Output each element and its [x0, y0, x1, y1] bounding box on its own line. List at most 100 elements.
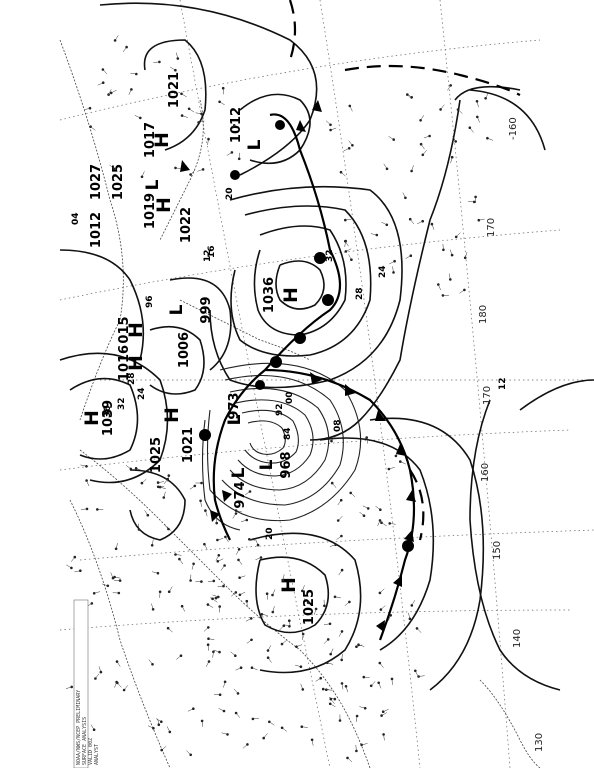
wind-barb: [400, 461, 406, 465]
wind-barb: [341, 653, 343, 660]
wind-barb: [328, 697, 335, 700]
isobar-label: 12: [203, 249, 213, 262]
wind-barb: [141, 171, 145, 177]
wind-barb: [161, 746, 167, 751]
wind-barb: [381, 712, 387, 716]
center-value: 973: [227, 392, 242, 419]
wind-barb: [266, 593, 269, 600]
isobar-label: 20: [265, 527, 275, 540]
wind-barb: [311, 739, 314, 746]
isobar-label: 24: [137, 387, 147, 400]
station-dot: [350, 258, 353, 262]
wind-barb: [175, 167, 182, 169]
center-value: 1021: [181, 427, 196, 463]
wind-barb: [186, 750, 191, 755]
longitude-labels: 130 140 150 160 170 180 170 -160: [478, 117, 545, 752]
low-center-974: L 974: [229, 467, 249, 508]
wind-barb: [420, 144, 425, 150]
center-letter: H: [125, 355, 147, 371]
isobar-label: 92: [275, 403, 285, 416]
wind-barb: [80, 508, 88, 510]
wind-barb: [355, 744, 357, 751]
center-letter: H: [81, 410, 103, 426]
wind-barb: [217, 538, 224, 541]
center-value: 999: [199, 296, 214, 323]
wind-barb: [235, 667, 242, 671]
wind-barb: [155, 718, 162, 722]
wind-barb: [219, 101, 225, 106]
station-dot: [393, 259, 396, 263]
wind-barb: [97, 82, 104, 86]
wind-barb: [431, 224, 435, 230]
wind-barb: [153, 61, 160, 63]
wind-barb: [232, 513, 237, 519]
wind-barb: [90, 724, 95, 730]
wind-barb: [375, 505, 381, 510]
wind-barb: [255, 557, 262, 561]
wind-barb: [383, 708, 389, 712]
wind-barb: [338, 516, 343, 521]
center-letter: L: [257, 459, 277, 470]
wind-barb: [239, 591, 246, 596]
wind-barb: [80, 464, 87, 467]
wind-barb: [189, 485, 195, 490]
station-dot: [348, 104, 352, 108]
low-center-999: L 999: [167, 296, 214, 323]
wind-barb: [261, 614, 268, 616]
caption-line: NOAA/NWS/NCEP PRELIMINARY: [76, 690, 82, 765]
station-dot: [114, 547, 118, 551]
wind-barb: [218, 708, 225, 712]
low-center-1012-east: L 1012: [229, 107, 265, 151]
wind-barb: [144, 510, 149, 516]
wind-barb: [478, 218, 485, 221]
wind-barb: [344, 240, 346, 247]
wind-barb: [415, 670, 419, 677]
wind-barb: [378, 682, 382, 689]
wind-barb: [102, 583, 108, 587]
wind-barb: [314, 608, 317, 615]
center-value: 1012: [89, 212, 104, 248]
wind-barb: [326, 689, 333, 691]
station-dot: [323, 604, 326, 608]
wind-barb: [345, 219, 352, 221]
station-dot: [476, 115, 479, 119]
high-center-1025-north: 1025: [111, 164, 126, 200]
wind-barb: [187, 708, 194, 712]
center-letter: L: [225, 414, 245, 425]
isobar-label: 12: [498, 377, 508, 390]
wind-barb: [450, 157, 453, 164]
wind-barb: [213, 649, 220, 653]
wind-barb: [456, 232, 461, 238]
wind-barb: [452, 136, 456, 142]
wind-barb: [341, 683, 344, 690]
wind-barb: [226, 152, 233, 156]
wind-barb: [252, 718, 259, 720]
wind-barb: [176, 655, 182, 660]
wind-barb: [323, 688, 330, 690]
wind-barb: [138, 523, 140, 530]
wind-barb: [255, 539, 259, 546]
wind-barb: [380, 605, 386, 610]
wind-barb: [379, 662, 384, 668]
wind-barb: [263, 733, 268, 739]
wind-barb: [359, 511, 365, 516]
center-value: 1012: [229, 107, 244, 143]
wind-barb: [337, 500, 342, 506]
wind-barb: [205, 510, 208, 517]
wind-barb: [448, 273, 451, 280]
longitude-label: 130: [534, 733, 545, 752]
wind-barb: [422, 150, 427, 155]
caption-box: [73, 599, 89, 768]
isobar-label: 32: [325, 249, 335, 262]
isobar-label: 00: [285, 391, 295, 404]
station-dot: [334, 543, 337, 547]
low-center-1012-west: 1012: [89, 212, 104, 248]
wind-barb: [215, 555, 220, 561]
station-dot: [180, 114, 184, 117]
center-value: 1016: [117, 345, 132, 381]
high-center-1017: H 1017: [143, 122, 173, 158]
wind-barb: [191, 563, 194, 570]
wind-barb: [102, 69, 108, 75]
center-value: 1036: [262, 277, 277, 313]
wind-barb: [487, 137, 494, 141]
